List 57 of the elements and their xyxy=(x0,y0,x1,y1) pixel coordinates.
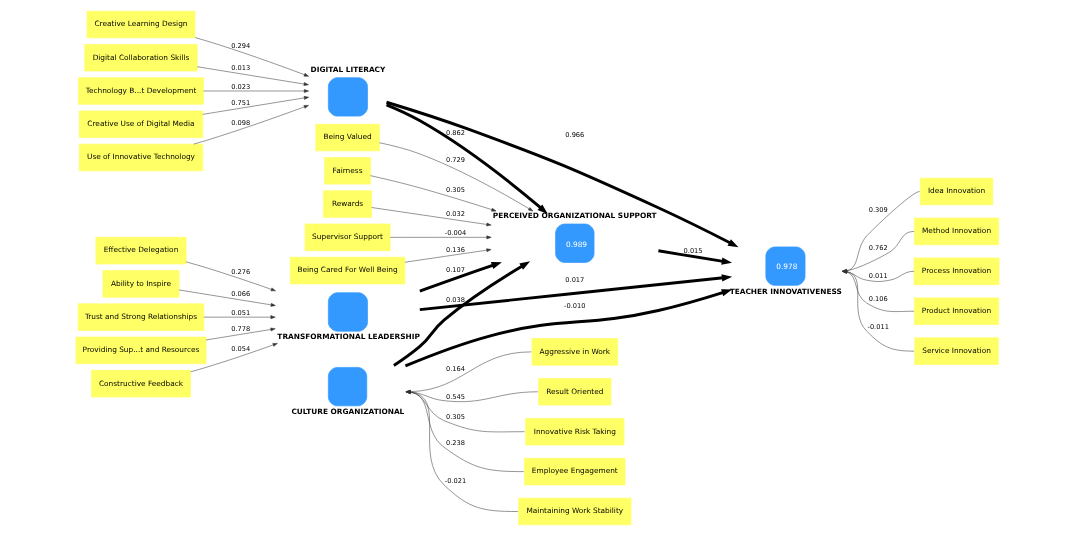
arrow xyxy=(178,289,276,307)
node-box: Constructive Feedback xyxy=(90,370,191,398)
node-box: Employee Engagement xyxy=(523,457,625,486)
node-label: DIGITAL LITERACY xyxy=(310,64,385,74)
node-box: Aggressive in Work xyxy=(531,338,618,366)
node-box: Technology B...t Development xyxy=(77,77,204,105)
node-box: Process Innovation xyxy=(913,257,999,285)
arrow xyxy=(389,235,491,240)
arrow xyxy=(385,103,548,214)
arrow xyxy=(405,390,538,402)
node-box: Innovative Risk Taking xyxy=(524,418,624,446)
arrow xyxy=(196,66,309,86)
arrow xyxy=(201,96,309,115)
node-box: Creative Use of Digital Media xyxy=(78,110,203,138)
arrow xyxy=(194,37,309,77)
node-box: Fairness xyxy=(323,157,371,185)
arrow xyxy=(657,249,732,265)
node-box: Use of Innovative Technology xyxy=(78,143,203,172)
arrow xyxy=(404,248,491,263)
node-box: Trust and Strong Relationships xyxy=(77,303,204,331)
arrow xyxy=(405,390,518,512)
arrow xyxy=(405,390,524,472)
arrow xyxy=(378,142,533,212)
node-box: Idea Innovation xyxy=(919,177,993,206)
arrow xyxy=(205,327,275,341)
node-label: TEACHER INNOVATIVENESS xyxy=(729,286,842,296)
node-box: Being Valued xyxy=(314,123,380,152)
node-box: Creative Learning Design xyxy=(86,10,195,39)
node-box: Product Innovation xyxy=(913,297,999,325)
node-box: Effective Delegation xyxy=(95,236,186,265)
arrow xyxy=(418,262,502,293)
node-box: Maintaining Work Stability xyxy=(517,497,631,526)
arrow xyxy=(369,175,496,212)
node-label: PERCEIVED ORGANIZATIONAL SUPPORT xyxy=(492,211,657,221)
arrow xyxy=(385,100,738,248)
arrow xyxy=(193,105,309,145)
node-label: TRANSFORMATIONAL LEADERSHIP xyxy=(276,332,420,342)
node-box: Method Innovation xyxy=(913,217,999,246)
arrow xyxy=(404,289,732,368)
node-box: Ability to Inspire xyxy=(102,270,179,298)
arrow xyxy=(189,343,278,373)
node-box: Digital Collaboration Skills xyxy=(83,44,198,72)
arrow xyxy=(405,390,525,433)
arrow xyxy=(185,261,276,292)
node-box: Supervisor Support xyxy=(304,223,390,251)
arrow xyxy=(370,207,491,227)
node-box: Service Innovation xyxy=(913,337,999,365)
node-label: CULTURE ORGANIZATIONAL xyxy=(290,406,404,416)
node-box: Providing Sup...t and Resources xyxy=(75,336,206,365)
arrow xyxy=(202,89,309,93)
arrow xyxy=(392,261,530,367)
arrow xyxy=(405,351,531,394)
node-box: Result Oriented xyxy=(537,378,611,406)
node-box: Being Cared For Well Being xyxy=(289,256,405,285)
arrow xyxy=(419,274,732,312)
node-box: Rewards xyxy=(322,190,372,218)
arrow xyxy=(203,315,275,319)
